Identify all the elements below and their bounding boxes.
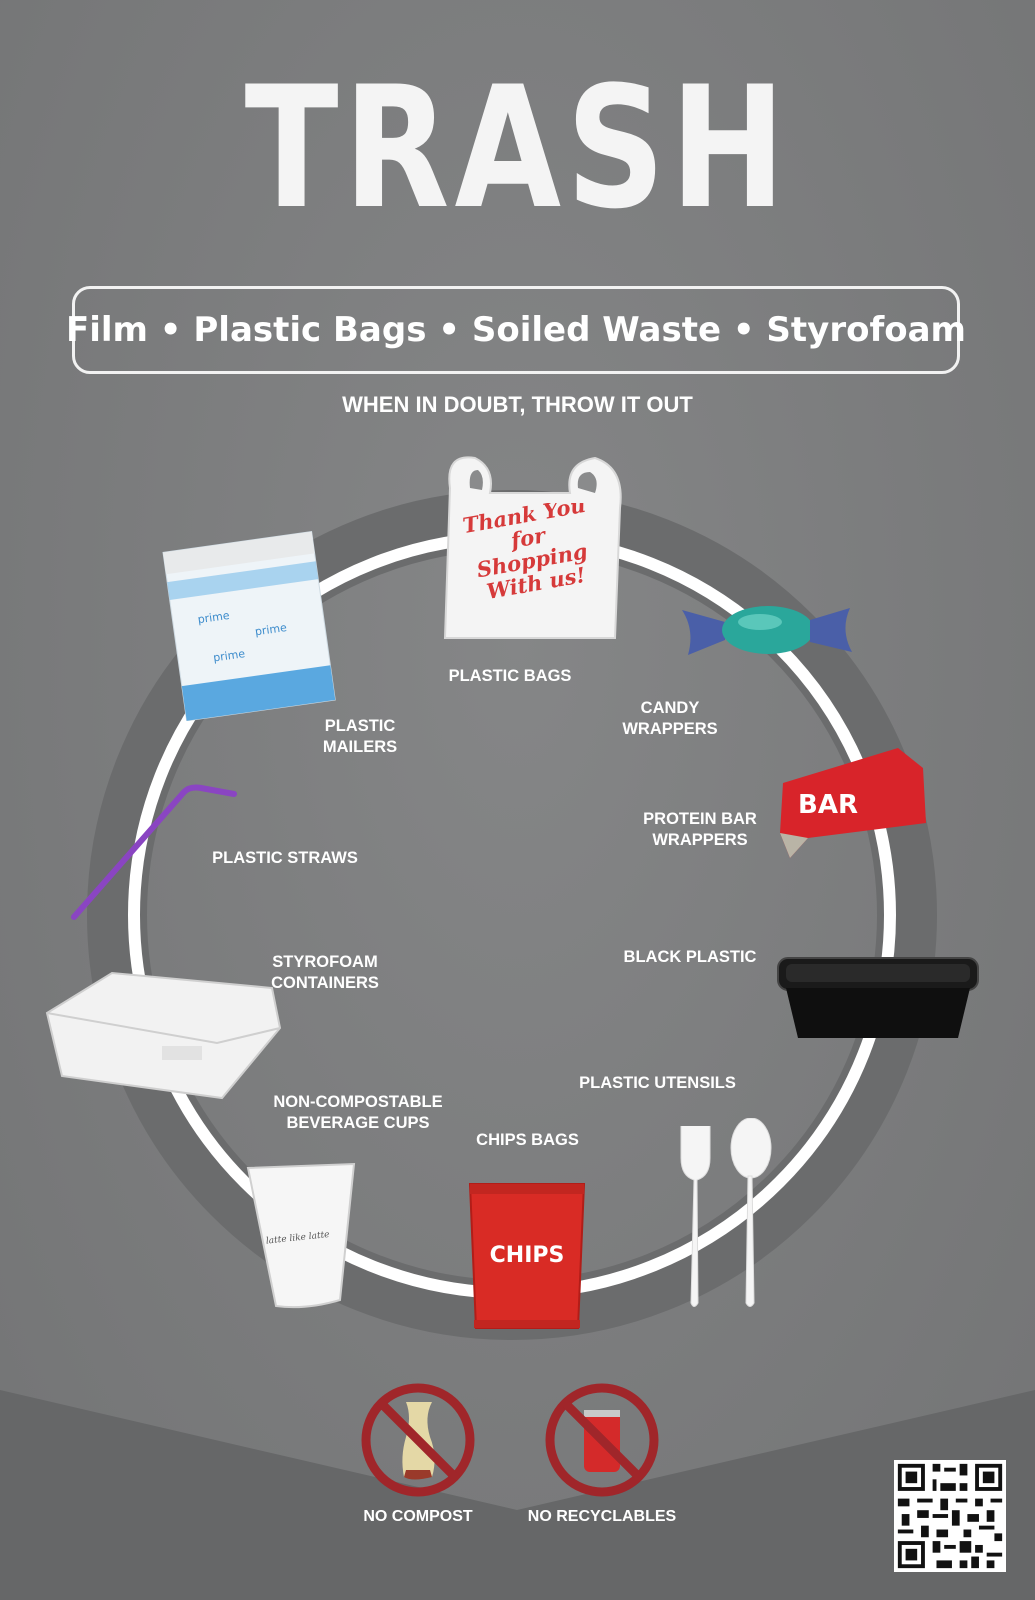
plastic-utensils-image — [680, 1118, 772, 1307]
no-recyclables-icon — [545, 1383, 659, 1497]
styrofoam-container-image — [45, 971, 282, 1100]
label-plastic-bags: PLASTIC BAGS — [448, 667, 572, 685]
mailer-print: prime — [197, 609, 231, 626]
plastic-straw-image — [71, 784, 237, 920]
label-styrofoam-containers: STYROFOAM CONTAINERS — [271, 953, 379, 992]
beverage-cup-image: latte like latte — [246, 1162, 356, 1309]
label-black-plastic: BLACK PLASTIC — [623, 948, 757, 966]
plastic-mailer-image: prime prime prime — [162, 531, 336, 721]
tagline: WHEN IN DOUBT, THROW IT OUT — [342, 392, 693, 417]
label-candy-wrappers: CANDY WRAPPERS — [622, 699, 718, 738]
label-plastic-utensils: PLASTIC UTENSILS — [579, 1074, 736, 1092]
label-plastic-mailers: PLASTIC MAILERS — [322, 717, 398, 756]
qr-code-icon[interactable] — [894, 1460, 1006, 1572]
candy-wrapper-image — [682, 606, 852, 655]
mailer-print-3: prime — [212, 647, 246, 664]
label-beverage-cups: NON-COMPOSTABLE BEVERAGE CUPS — [273, 1093, 443, 1132]
bar-print: BAR — [798, 790, 858, 820]
label-plastic-straws: PLASTIC STRAWS — [212, 849, 358, 867]
no-compost-icon — [361, 1383, 475, 1497]
bottom-band — [0, 1390, 1035, 1600]
no-recyclables-label: NO RECYCLABLES — [527, 1508, 677, 1525]
poster-title: TRASH — [244, 50, 791, 246]
bag-print: Thank You for Shopping With us! — [460, 503, 590, 604]
categories-box: Film • Plastic Bags • Soiled Waste • Sty… — [66, 286, 966, 374]
categories-text: Film • Plastic Bags • Soiled Waste • Sty… — [66, 310, 966, 350]
label-protein-bar-wrappers: PROTEIN BAR WRAPPERS — [643, 810, 757, 849]
mailer-print-2: prime — [254, 621, 288, 638]
no-compost-label: NO COMPOST — [363, 1508, 473, 1525]
protein-bar-image: BAR — [780, 748, 926, 858]
label-chips-bags: CHIPS BAGS — [476, 1131, 579, 1149]
chips-bag-image: CHIPS — [468, 1183, 586, 1329]
chips-print: CHIPS — [490, 1243, 565, 1268]
black-plastic-image — [777, 957, 979, 1038]
plastic-bag-image: Thank You for Shopping With us! — [443, 456, 622, 639]
